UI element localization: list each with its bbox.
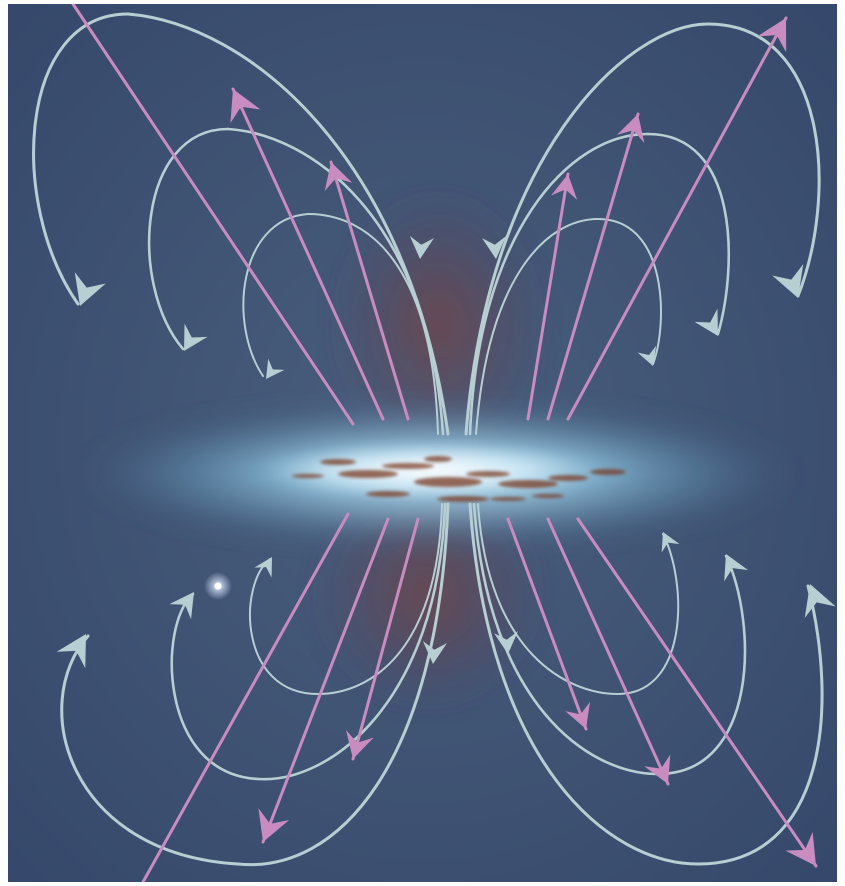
field-line — [477, 503, 619, 695]
field-line-arrowhead — [254, 557, 272, 578]
field-line — [646, 132, 731, 336]
field-line — [170, 592, 260, 781]
field-line-arrowhead — [804, 584, 836, 618]
field-line — [236, 502, 450, 867]
outflow-arrowhead — [785, 831, 816, 866]
field-line — [468, 132, 650, 436]
field-line-arrowhead — [637, 345, 657, 366]
outflow-line — [329, 160, 410, 421]
outflow-line — [566, 16, 788, 421]
field-line — [696, 584, 824, 866]
field-line — [317, 503, 443, 695]
field-line — [242, 213, 309, 377]
field-line-arrowhead — [422, 641, 447, 664]
field-line-arrowhead — [494, 631, 519, 654]
field-line — [468, 502, 700, 866]
field-line-arrowhead — [169, 592, 194, 620]
field-line-arrowhead — [409, 236, 434, 259]
outflow-line — [231, 87, 385, 421]
field-line — [706, 22, 821, 298]
outflow-arrowhead — [258, 808, 290, 842]
outflow-arrows — [71, 4, 818, 882]
field-line-arrowhead — [74, 272, 106, 306]
field-line-arrowhead — [56, 634, 86, 669]
field-line — [617, 533, 680, 695]
field-line — [597, 218, 662, 365]
outflow-line — [546, 517, 670, 786]
field-line — [147, 127, 230, 351]
outflow-line — [546, 112, 640, 421]
field-line-arrowhead — [772, 264, 804, 298]
outflow-arrowhead — [565, 701, 591, 729]
outflow-line — [576, 517, 818, 868]
magnetic-field-lines — [32, 12, 836, 867]
outflow-arrowhead — [616, 114, 645, 143]
outflow-line — [506, 517, 588, 731]
galaxy-scene — [8, 4, 837, 882]
outflow-arrowhead — [757, 18, 787, 53]
field-line-arrowhead — [482, 236, 507, 259]
outflow-arrowhead — [324, 162, 353, 192]
field-line-arrowhead — [724, 554, 749, 582]
field-line — [60, 634, 240, 866]
field-line — [307, 213, 439, 435]
field-line-arrowhead — [694, 308, 718, 336]
outflow-arrowhead — [230, 89, 261, 124]
outflow-line — [141, 512, 350, 882]
field-line-arrowhead — [266, 358, 285, 379]
outflow-arrowhead — [345, 730, 374, 759]
galaxy-disk — [78, 404, 798, 544]
outflow-line — [526, 172, 570, 421]
galaxy-artwork — [8, 4, 837, 882]
field-line — [475, 218, 599, 435]
field-line-arrowhead — [661, 532, 680, 553]
field-line — [249, 558, 319, 695]
outflow-arrowhead — [551, 174, 578, 200]
field-line — [226, 127, 445, 436]
field-line — [472, 502, 660, 776]
field-line-arrowhead — [184, 323, 208, 351]
field-line — [32, 12, 130, 306]
outflow-arrowhead — [644, 754, 671, 784]
field-line — [464, 22, 710, 436]
outflow-line — [351, 517, 420, 761]
field-line — [656, 554, 747, 776]
outflow-line — [261, 517, 390, 844]
outflow-line — [71, 4, 355, 426]
foreground-star — [204, 572, 232, 600]
